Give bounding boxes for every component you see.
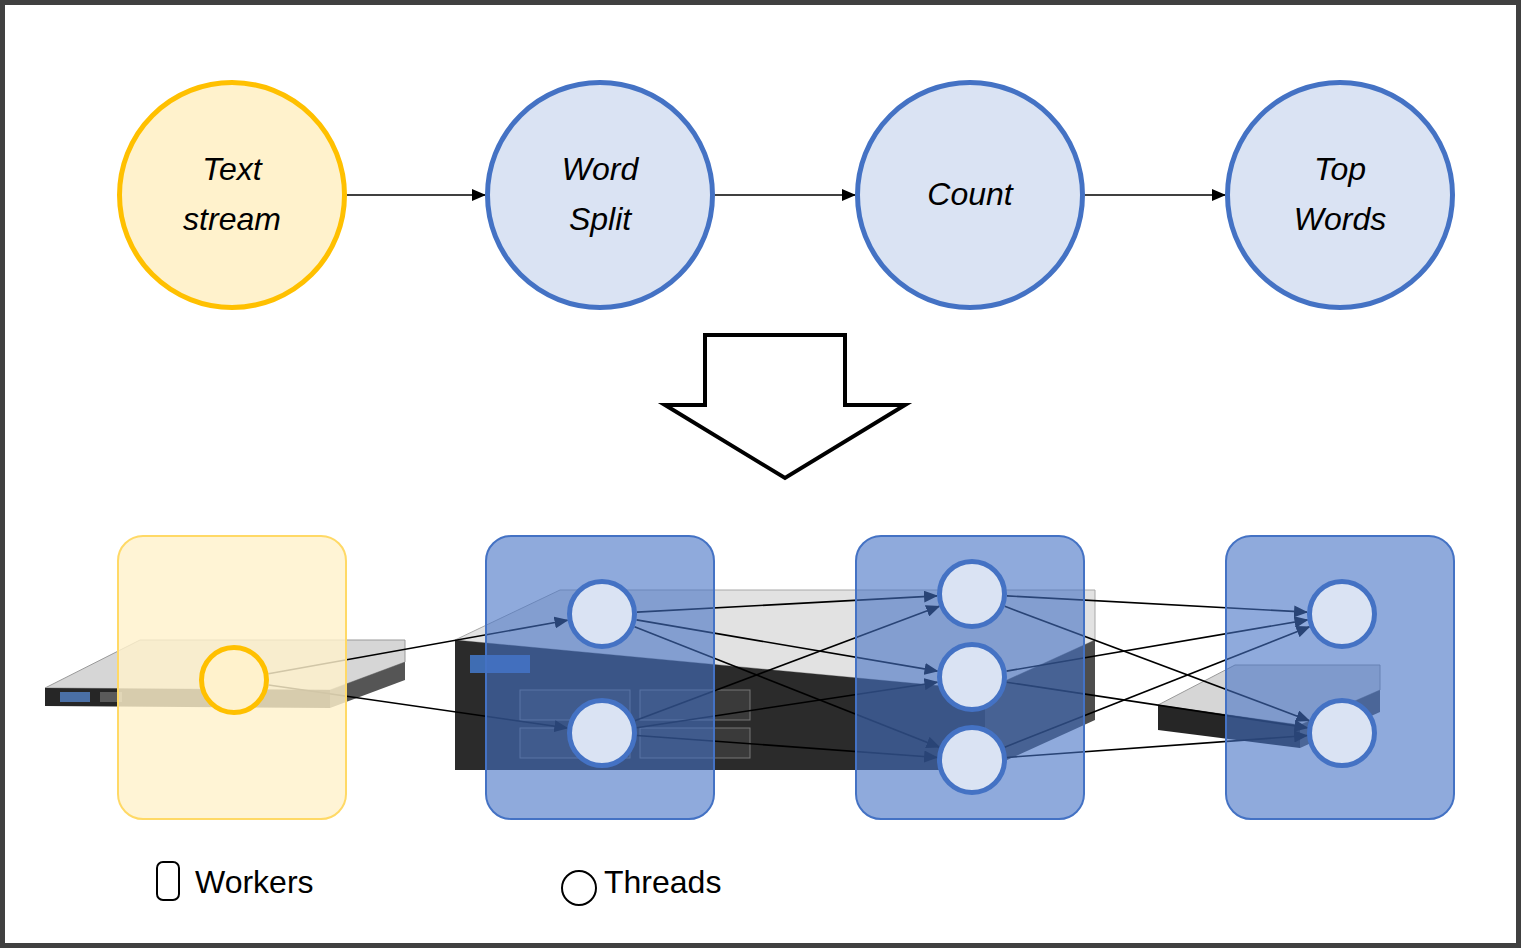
text-holder [1307,698,1377,768]
node-label: Text stream [171,145,293,244]
operator-circle: Top Words [1225,80,1455,310]
text-holder [937,642,1007,712]
thread-circle [199,645,269,715]
legend-label: Threads [604,863,721,901]
operator-circle: Word Split [485,80,715,310]
worker-box [117,535,347,820]
text-holder [199,645,269,715]
flow-arrow [347,194,485,196]
stream-source: Text stream [117,80,347,310]
thread-circle [937,642,1007,712]
circle-outline [567,579,637,649]
text-holder [567,698,637,768]
text-holder: Top Words [1225,80,1455,310]
thread-circle [567,579,637,649]
text-holder [1307,579,1377,649]
text-holder: Count [855,80,1085,310]
flow-arrow [1085,194,1225,196]
thread-sample [559,868,599,908]
text-holder [937,559,1007,629]
thread-circle [937,725,1007,795]
worker-box [1225,535,1455,820]
circle-outline [567,698,637,768]
legend-label: Workers [195,863,314,901]
thread-circle [1307,698,1377,768]
circle-outline [937,642,1007,712]
thread-circle [937,559,1007,629]
circle-outline [485,80,715,310]
circle-outline [937,559,1007,629]
circle-outline [117,80,347,310]
text-holder: Word Split [485,80,715,310]
text-holder [937,725,1007,795]
thread-circle [1307,579,1377,649]
text-holder [567,579,637,649]
worker-box [485,535,715,820]
node-label: Count [927,170,1012,220]
transform-arrow [665,335,905,478]
operator-circle: Count [855,80,1085,310]
text-holder: Text stream [117,80,347,310]
circle-outline [199,645,269,715]
worker-box [855,535,1085,820]
node-label: Word Split [539,145,661,244]
node-label: Top Words [1279,145,1401,244]
circle-outline [1225,80,1455,310]
thread-circle [567,698,637,768]
circle-outline [1307,698,1377,768]
circle-outline [1307,579,1377,649]
worker-sample [155,860,181,902]
circle-outline [937,725,1007,795]
flow-arrow [715,194,855,196]
